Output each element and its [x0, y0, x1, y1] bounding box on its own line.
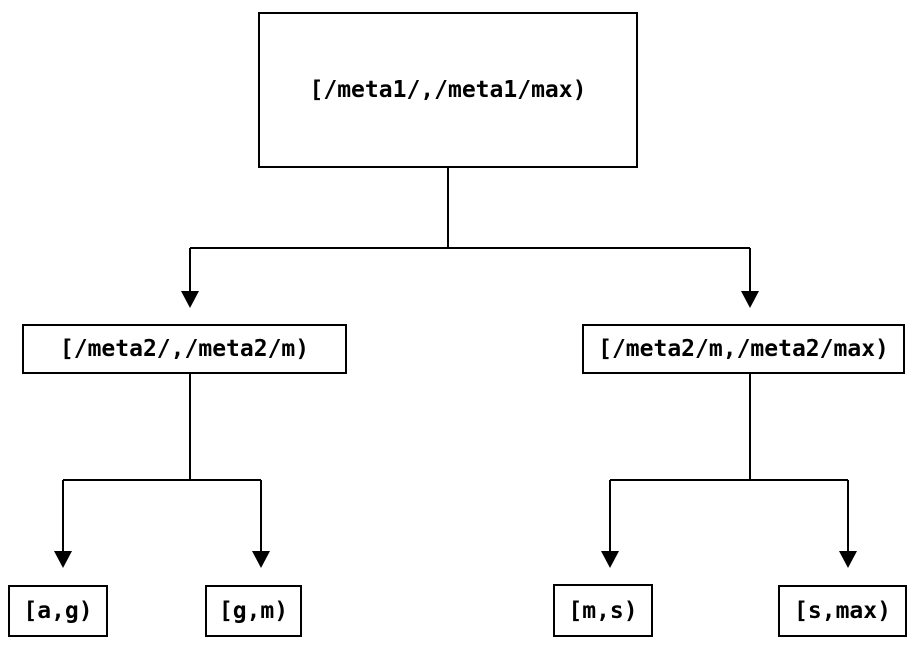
- node-right-range: [/meta2/m,/meta2/max): [582, 324, 905, 374]
- arrowhead-to-leaf-smax: [839, 551, 857, 568]
- node-leaf-gm: [g,m): [205, 585, 302, 637]
- arrowhead-to-left-node: [181, 291, 199, 308]
- connector-left-children: [62, 374, 262, 551]
- arrowhead-to-right-node: [741, 291, 759, 308]
- node-leaf-smax: [s,max): [778, 585, 907, 637]
- connector-right-children: [609, 374, 849, 551]
- node-leaf-ms: [m,s): [553, 584, 653, 637]
- node-left-range: [/meta2/,/meta2/m): [22, 324, 347, 374]
- arrowhead-to-leaf-ms: [601, 551, 619, 568]
- connector-root-children: [189, 168, 751, 291]
- node-root-range: [/meta1/,/meta1/max): [258, 12, 638, 168]
- node-leaf-ag: [a,g): [8, 585, 108, 637]
- arrowhead-to-leaf-ag: [54, 551, 72, 568]
- arrowhead-to-leaf-gm: [252, 551, 270, 568]
